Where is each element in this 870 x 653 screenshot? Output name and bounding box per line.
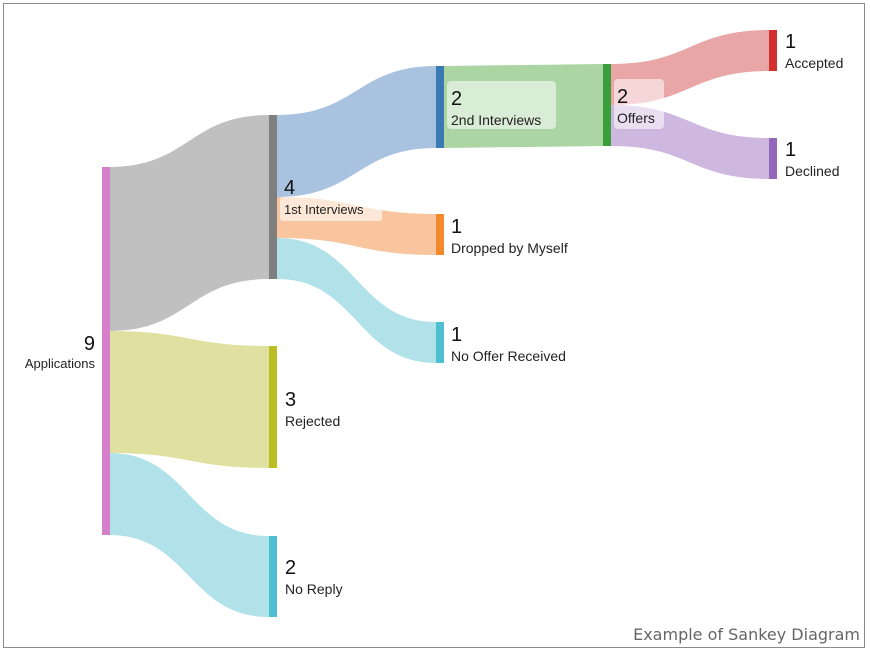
- rejected-label: Rejected: [285, 413, 340, 429]
- node-second-interviews[interactable]: [436, 66, 444, 148]
- offers-label: Offers: [617, 110, 655, 126]
- node-no-reply[interactable]: [269, 536, 277, 617]
- flow-first-interviews-to-no-offer[interactable]: [277, 238, 436, 363]
- first-interviews-label: 1st Interviews: [284, 202, 364, 217]
- offers-value: 2: [617, 86, 628, 108]
- rejected-value: 3: [285, 389, 296, 411]
- no-reply-value: 2: [285, 557, 296, 579]
- flow-applications-to-rejected[interactable]: [109, 331, 269, 468]
- no-reply-label: No Reply: [285, 581, 343, 597]
- second-interviews-label: 2nd Interviews: [451, 112, 541, 128]
- nodes: [102, 30, 777, 617]
- applications-value: 9: [84, 333, 95, 355]
- flow-first-interviews-to-second-interviews[interactable]: [277, 66, 436, 197]
- second-interviews-label-bg: [447, 81, 556, 129]
- accepted-label: Accepted: [785, 55, 843, 71]
- flow-applications-to-first-interviews[interactable]: [109, 115, 269, 331]
- diagram-caption: Example of Sankey Diagram: [633, 625, 860, 644]
- no-offer-value: 1: [451, 324, 462, 346]
- applications-label: Applications: [25, 356, 96, 371]
- dropped-value: 1: [451, 216, 462, 238]
- first-interviews-value: 4: [284, 177, 295, 199]
- declined-value: 1: [785, 139, 796, 161]
- node-no-offer[interactable]: [436, 322, 444, 363]
- first-interviews-label-bg: [280, 197, 382, 221]
- dropped-label: Dropped by Myself: [451, 240, 568, 256]
- node-first-interviews[interactable]: [269, 115, 277, 279]
- node-applications[interactable]: [102, 167, 110, 535]
- declined-label: Declined: [785, 163, 839, 179]
- second-interviews-value: 2: [451, 88, 462, 110]
- accepted-value: 1: [785, 31, 796, 53]
- node-offers[interactable]: [603, 64, 611, 146]
- node-declined[interactable]: [769, 138, 777, 179]
- flow-applications-to-no-reply[interactable]: [109, 453, 269, 617]
- no-offer-label: No Offer Received: [451, 348, 566, 364]
- offers-label-bg: [614, 79, 664, 129]
- labels: 9 Applications 4 1st Interviews 3 Reject…: [25, 31, 860, 644]
- node-rejected[interactable]: [269, 346, 277, 468]
- node-dropped[interactable]: [436, 214, 444, 255]
- node-accepted[interactable]: [769, 30, 777, 71]
- label-backgrounds: [280, 79, 664, 221]
